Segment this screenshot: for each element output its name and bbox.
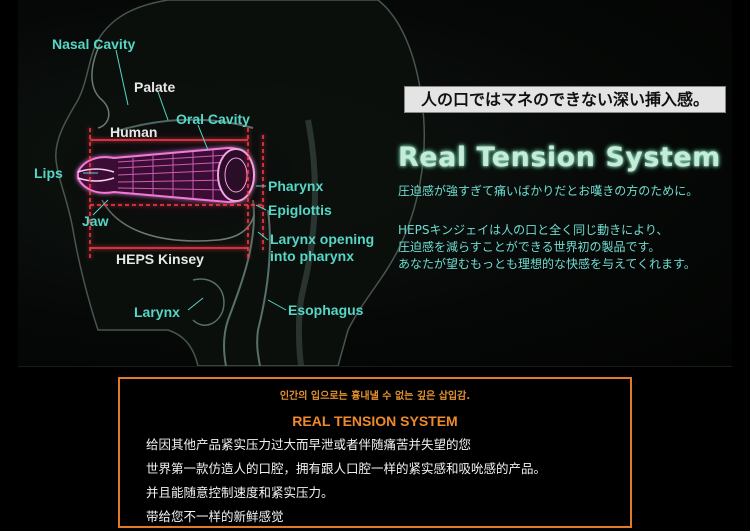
japanese-line-3: 圧迫感を減らすことができる世界初の製品です。 (398, 240, 661, 254)
label-larynx-opening: Larynx opening (270, 231, 375, 247)
label-epiglottis: Epiglottis (268, 202, 332, 218)
label-larynx: Larynx (134, 304, 180, 320)
label-into-pharynx: into pharynx (270, 248, 355, 264)
japanese-line-4: あなたが望むもっとも理想的な快感を与えてくれます。 (398, 257, 696, 271)
label-nasal-cavity: Nasal Cavity (52, 36, 136, 52)
heps-device (77, 146, 255, 204)
larynx-outline (192, 278, 225, 326)
label-lips: Lips (34, 165, 63, 181)
description-box: 인간의 입으로는 흉내낼 수 없는 깊은 삽입감. REAL TENSION S… (118, 377, 632, 528)
label-pharynx: Pharynx (268, 178, 324, 194)
chinese-line-1: 给因其他产品紧实压力过大而早泄或者伴随痛苦并失望的您 (146, 437, 472, 452)
chinese-line-4: 带给您不一样的新鲜感觉 (146, 509, 284, 524)
label-heps-kinsey: HEPS Kinsey (116, 251, 204, 267)
label-esophagus: Esophagus (288, 302, 364, 318)
label-human: Human (110, 124, 158, 140)
korean-tagline: 인간의 입으로는 흉내낼 수 없는 깊은 삽입감. (279, 391, 471, 402)
japanese-line-2: HEPSキンジェイは人の口と全く同じ動きにより、 (398, 223, 669, 237)
chinese-line-3: 并且能随意控制速度和紧实压力。 (146, 485, 334, 500)
japanese-line-1: 圧迫感が強すぎて痛いばかりだとお嘆きの方のために。 (398, 184, 699, 198)
spine-outline (295, 119, 318, 366)
chinese-line-2: 世界第一款仿造人的口腔，拥有跟人口腔一样的紧实感和吸吮感的产品。 (146, 461, 547, 476)
anatomy-panel: Nasal Cavity Palate Human Oral Cavity Li… (18, 0, 732, 367)
real-tension-system-title: Real Tension System (398, 142, 721, 173)
box-title: REAL TENSION SYSTEM (292, 413, 458, 429)
throat-outline (222, 199, 255, 366)
nose-outline (91, 43, 110, 129)
measurement-guides (89, 128, 264, 260)
japanese-banner: 人の口ではマネのできない深い挿入感。 (404, 86, 726, 113)
label-palate: Palate (134, 79, 176, 95)
label-jaw: Jaw (82, 213, 109, 229)
anatomy-illustration (55, 0, 426, 366)
leader-lines (83, 49, 287, 311)
esophagus-outline (256, 209, 271, 366)
label-oral-cavity: Oral Cavity (176, 111, 250, 127)
